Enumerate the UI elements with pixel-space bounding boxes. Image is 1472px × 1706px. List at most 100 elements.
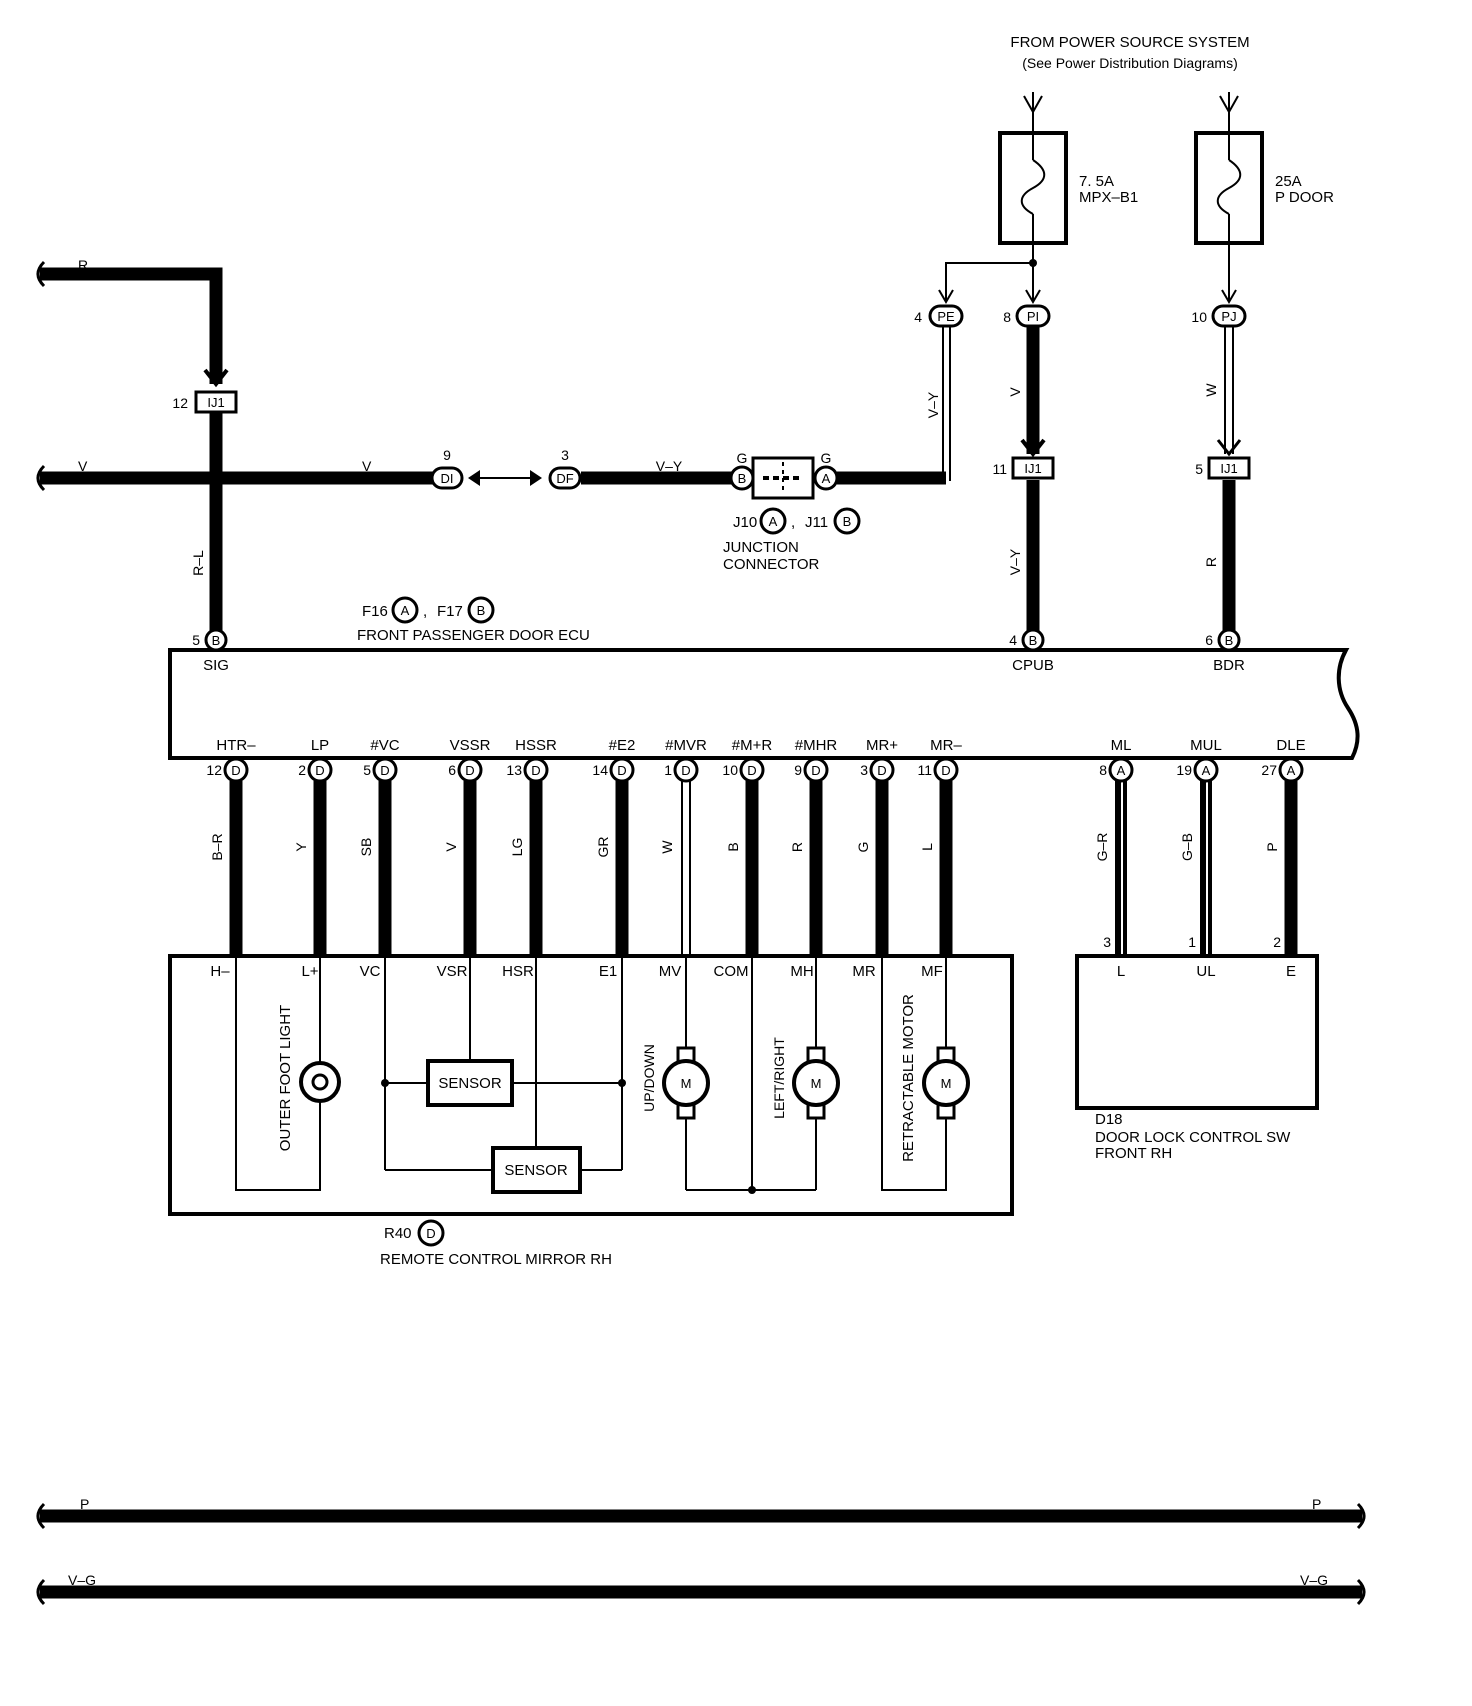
ecu-pin-num-4: 13 [506,762,522,778]
outer-foot-light-label: OUTER FOOT LIGHT [277,1005,294,1151]
mirror-terminal-1: L+ [301,963,318,980]
ecu-pin-num-3: 6 [448,762,456,778]
connector-df: DF [548,466,582,490]
ecu-pin-circle-0 [223,757,249,783]
wire-color-4: LG [509,838,525,857]
wire-label-v-left: V [78,458,88,474]
ecu-pin-circle-7 [739,757,765,783]
connector-ij1-right: IJ1 [1207,456,1251,480]
sensor-box-1: SENSOR [426,1059,514,1107]
mirror-terminal-0: H– [210,963,230,980]
wire-label-r-left: R [78,257,88,273]
ecu-pin-letter-3: D [465,763,474,778]
ecu-pin-letter-8: D [811,763,820,778]
svg-text:SENSOR: SENSOR [504,1162,568,1179]
ecu-ref-a: F16 [362,603,388,620]
wire-color-2: SB [358,838,374,857]
door-lock-terminal-1: UL [1196,963,1215,980]
ecu-pin-num-10: 11 [917,762,932,778]
motor-left-right: M [792,1046,840,1120]
sensor-box-2: SENSOR [491,1146,582,1194]
ecu-pin-name-7: #M+R [732,737,773,754]
ecu-pin-letter-0: D [231,763,240,778]
wire-color-7: B [725,842,741,851]
junction-j10-badge: A [759,507,787,535]
connector-di-df-link [468,470,542,486]
ecu-pin-name-6: #MVR [665,737,707,754]
mirror-terminal-7: COM [714,963,749,980]
svg-text:IJ1: IJ1 [1024,461,1041,476]
door-lock-sw-body [1075,954,1319,1110]
connector-ij1-left: IJ1 [194,390,238,414]
motor-up-down: M [662,1046,710,1120]
fuse-1-rating: 7. 5A [1079,173,1114,190]
ecu-pin-num-0: 12 [206,762,222,778]
mirror-terminal-10: MF [921,963,943,980]
wire-color-0: B–R [209,833,225,860]
ecu-pin-name-5: #E2 [609,737,636,754]
ecu-pin-circle-11 [1108,757,1134,783]
ecu-pin-bdr: B 6 BDR [1205,628,1245,674]
ecu-pin-name-13: DLE [1276,737,1305,754]
ecu-pin-letter-7: D [747,763,756,778]
wire-color-12: G–B [1179,833,1195,861]
svg-text:B: B [843,514,852,529]
wire-break-p-left [36,1502,46,1530]
svg-text:DI: DI [441,471,454,486]
wire-label-r-l: R–L [190,550,206,576]
wire-color-9: G [855,842,871,853]
wire-label-vg-right: V–G [1300,1572,1328,1588]
ecu-comma: , [423,603,427,620]
wire-label-p-right: P [1312,1496,1321,1512]
power-source-subtitle: (See Power Distribution Diagrams) [1022,55,1238,71]
svg-text:DF: DF [556,471,573,486]
svg-text:B: B [738,471,747,486]
motor-retractable-label: RETRACTABLE MOTOR [900,994,917,1162]
svg-text:M: M [941,1076,952,1091]
ecu-pin-name-2: #VC [370,737,399,754]
ecu-pin-letter-2: D [380,763,389,778]
ecu-pin-num-1: 2 [298,762,306,778]
door-lock-terminal-0: L [1117,963,1125,980]
junction-title-1: JUNCTION [723,539,799,556]
ecu-pin-num-2: 5 [363,762,371,778]
svg-text:B: B [477,603,486,618]
ecu-pin-circle-1 [307,757,333,783]
ecu-ref-b: F17 [437,603,463,620]
svg-text:SENSOR: SENSOR [438,1075,502,1092]
fuse-p-door [1194,131,1264,245]
wire-break-v [36,464,46,492]
ecu-top-pins: B 5 SIG B 4 CPUB B 6 BDR [192,628,1245,674]
ecu-pin-letter-9: D [877,763,886,778]
ecu-pin-2: D5 #VC SB [358,737,400,956]
connector-pe: PE [928,304,964,328]
fuse-2-rating: 25A [1275,173,1302,190]
ecu-pin-name-9: MR+ [866,737,898,754]
wire-label-v-mid: V [362,458,372,474]
ecu-ref-b-badge: B [467,596,495,624]
ecu-pin-letter-11: A [1117,763,1126,778]
svg-text:A: A [769,514,778,529]
svg-text:BDR: BDR [1213,657,1245,674]
junction-comma: , [791,514,795,531]
ecu-pin-cpub: B 4 CPUB [1009,628,1054,674]
ecu-pin-sig: B 5 SIG [192,628,229,674]
mirror-terminal-5: E1 [599,963,617,980]
connector-ij1-mid: IJ1 [1011,456,1055,480]
svg-text:6: 6 [1205,632,1213,648]
connector-ij1-left-pin: 12 [172,395,188,411]
ecu-pin-name-10: MR– [930,737,962,754]
wire-color-11: G–R [1094,833,1110,862]
ecu-body [168,648,1360,760]
ecu-pin-num-12: 19 [1176,762,1192,778]
ecu-pin-circle-2 [372,757,398,783]
